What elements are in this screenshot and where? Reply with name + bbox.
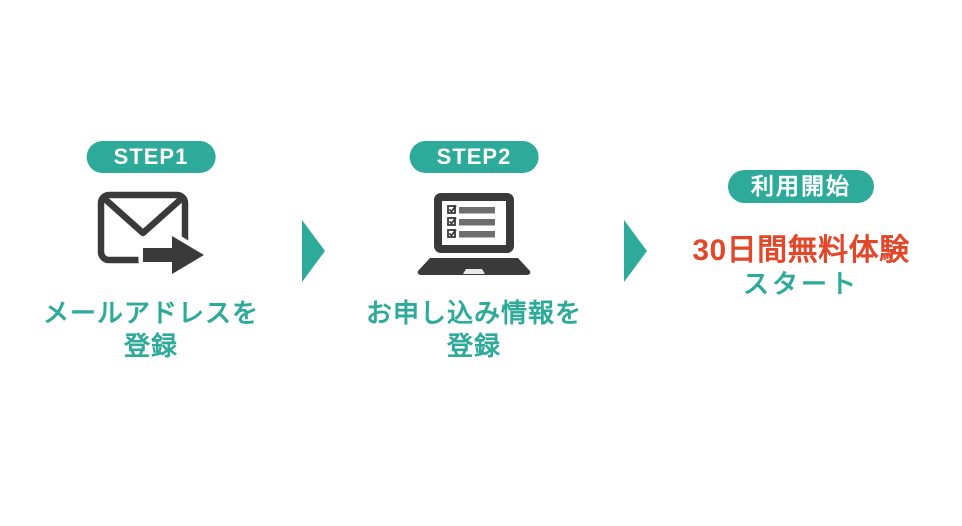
step2-badge: STEP2 (409, 141, 539, 173)
step1-caption: メールアドレスを 登録 (21, 297, 281, 363)
flow-arrow-icon (624, 220, 647, 282)
step1-caption-line1: メールアドレスを (42, 298, 259, 328)
free-trial-highlight: 30日間無料体験 (692, 234, 910, 267)
result-badge: 利用開始 (728, 170, 874, 203)
step2-caption-line1: お申し込み情報を (365, 298, 582, 328)
email-send-icon (91, 191, 211, 281)
step-1-column: STEP1 メールアドレスを 登録 (21, 0, 281, 526)
step-2-column: STEP2 (344, 0, 604, 526)
laptop-checklist-icon (414, 191, 534, 281)
flow-arrow-icon (302, 220, 325, 282)
step2-caption: お申し込み情報を 登録 (344, 297, 604, 363)
step1-caption-line2: 登録 (123, 331, 178, 361)
result-column: 利用開始 30日間無料体験 スタート (671, 0, 931, 526)
start-label: スタート (742, 269, 859, 299)
step2-caption-line2: 登録 (446, 331, 501, 361)
step1-badge: STEP1 (86, 141, 216, 173)
